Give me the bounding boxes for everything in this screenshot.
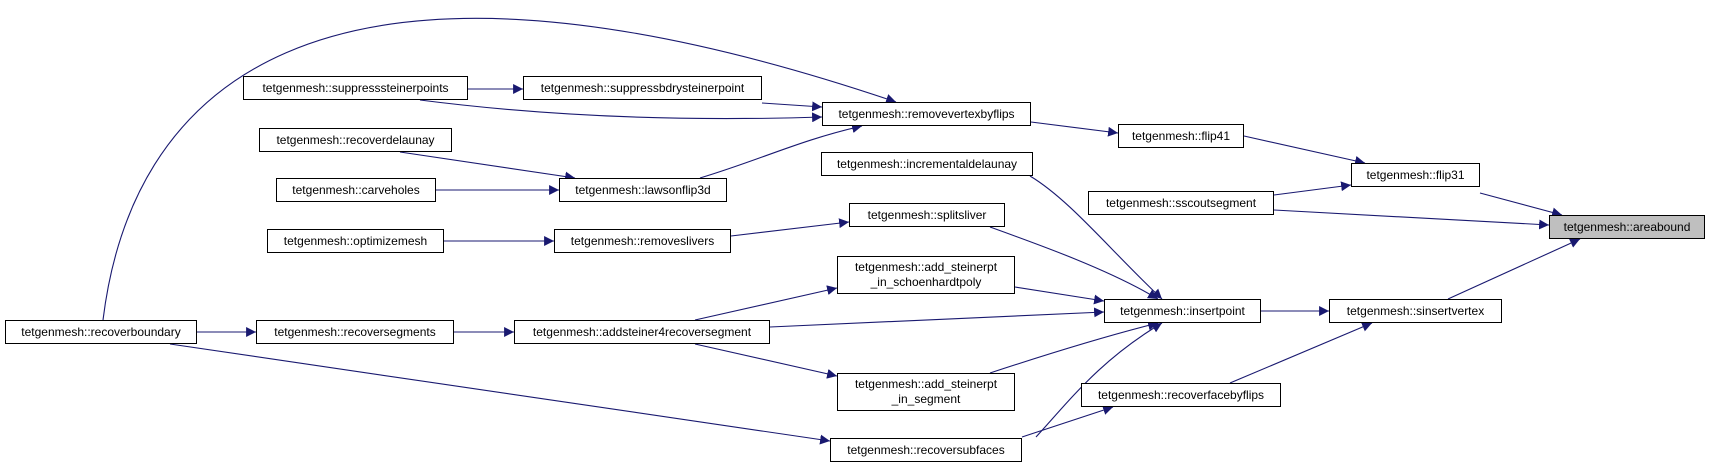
node-removevertexbyflips[interactable]: tetgenmesh::removevertexbyflips (822, 102, 1031, 126)
node-recoverboundary[interactable]: tetgenmesh::recoverboundary (5, 320, 197, 344)
node-suppressbdrysteinerpoint[interactable]: tetgenmesh::suppressbdrysteinerpoint (523, 76, 762, 100)
node-flip41[interactable]: tetgenmesh::flip41 (1118, 124, 1244, 148)
edge-recoverdelaunay-to-lawsonflip3d (399, 151, 576, 182)
node-recoversegments[interactable]: tetgenmesh::recoversegments (256, 320, 454, 344)
edge-incrementaldelaunay-to-insertpoint (1029, 175, 1163, 300)
node-sinsertvertex[interactable]: tetgenmesh::sinsertvertex (1329, 299, 1502, 323)
node-insertpoint[interactable]: tetgenmesh::insertpoint (1104, 299, 1261, 323)
edge-recoverboundary-to-recoversubfaces (169, 343, 831, 445)
edge-recoversubfaces-to-insertpoint (1035, 322, 1163, 438)
edge-sscoutsegment-to-flip31 (1273, 181, 1352, 196)
node-recoverfacebyflips[interactable]: tetgenmesh::recoverfacebyflips (1081, 383, 1281, 407)
node-recoverdelaunay[interactable]: tetgenmesh::recoverdelaunay (259, 128, 452, 152)
edge-sinsertvertex-to-areabound (1447, 238, 1581, 300)
node-suppresssteinerpoints[interactable]: tetgenmesh::suppresssteinerpoints (243, 76, 468, 100)
edge-addsteiner4recoversegment-to-insertpoint (769, 307, 1105, 328)
edge-splitsliver-to-insertpoint (989, 226, 1159, 300)
edge-removeslivers-to-splitsliver (730, 218, 850, 237)
node-optimizemesh[interactable]: tetgenmesh::optimizemesh (267, 229, 444, 253)
edge-flip31-to-areabound (1479, 192, 1563, 218)
edge-addsteiner4recoversegment-to-add-steinerpt-in-segment (694, 343, 838, 379)
edge-recoversubfaces-to-recoverfacebyflips (1021, 405, 1114, 438)
node-flip31[interactable]: tetgenmesh::flip31 (1351, 163, 1480, 187)
edge-add-steinerpt-in-schoenhardtpoly-to-insertpoint (1014, 286, 1105, 305)
node-areabound: tetgenmesh::areabound (1549, 215, 1705, 239)
edge-suppressbdrysteinerpoint-to-removevertexbyflips (761, 101, 823, 112)
node-lawsonflip3d[interactable]: tetgenmesh::lawsonflip3d (559, 178, 727, 202)
node-sscoutsegment[interactable]: tetgenmesh::sscoutsegment (1088, 191, 1274, 215)
node-addsteiner4recoversegment[interactable]: tetgenmesh::addsteiner4recoversegment (514, 320, 770, 344)
edge-removevertexbyflips-to-flip41 (1030, 121, 1119, 137)
node-add-steinerpt-in-schoenhardtpoly[interactable]: tetgenmesh::add_steinerpt _in_schoenhard… (837, 256, 1015, 294)
node-carveholes[interactable]: tetgenmesh::carveholes (276, 178, 436, 202)
edge-recoverboundary-to-removevertexbyflips (102, 17, 897, 321)
node-splitsliver[interactable]: tetgenmesh::splitsliver (849, 203, 1005, 227)
node-incrementaldelaunay[interactable]: tetgenmesh::incrementaldelaunay (821, 152, 1033, 176)
edge-recoverfacebyflips-to-sinsertvertex (1229, 322, 1373, 384)
node-recoversubfaces[interactable]: tetgenmesh::recoversubfaces (830, 438, 1022, 462)
node-removeslivers[interactable]: tetgenmesh::removeslivers (554, 229, 731, 253)
edge-flip41-to-flip31 (1243, 135, 1366, 166)
edge-suppresssteinerpoints-to-removevertexbyflips (419, 99, 823, 123)
node-add-steinerpt-in-segment[interactable]: tetgenmesh::add_steinerpt _in_segment (837, 373, 1015, 411)
edge-add-steinerpt-in-segment-to-insertpoint (989, 320, 1159, 374)
edge-sscoutsegment-to-areabound (1273, 209, 1550, 230)
edge-lawsonflip3d-to-removevertexbyflips (699, 123, 863, 179)
edge-addsteiner4recoversegment-to-add-steinerpt-in-schoenhardtpoly (694, 285, 838, 321)
